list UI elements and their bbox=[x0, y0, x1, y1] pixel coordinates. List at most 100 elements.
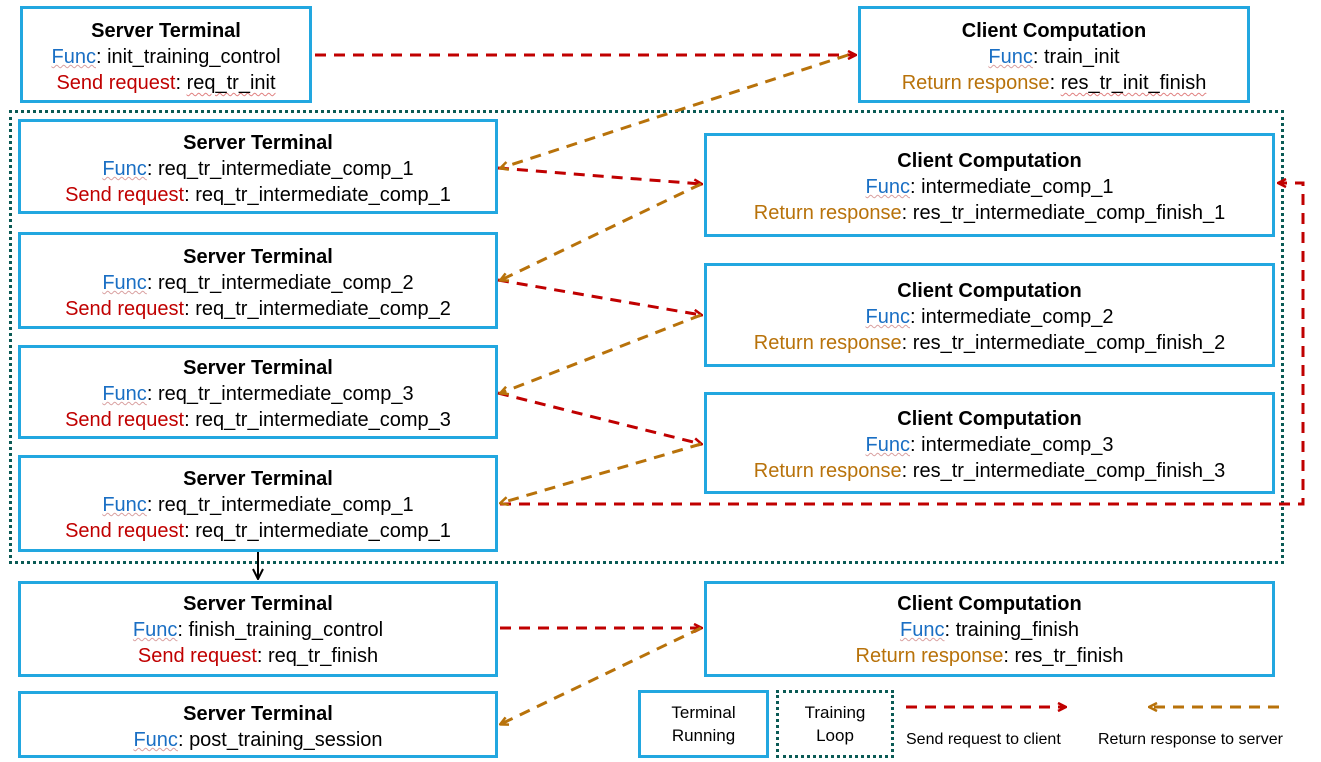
func-label: Func bbox=[988, 46, 1033, 68]
server-func-value: req_tr_intermediate_comp_3 bbox=[157, 383, 414, 405]
server-title: Server Terminal bbox=[183, 703, 333, 725]
send-arrow-comp-3 bbox=[497, 391, 701, 444]
func-label: Func bbox=[865, 306, 910, 328]
client-title: Client Computation bbox=[897, 280, 1082, 302]
client-func-value: training_finish bbox=[955, 619, 1079, 641]
client-computation-comp-1: Client Computation Func: intermediate_co… bbox=[704, 133, 1275, 237]
server-send-value: req_tr_init bbox=[186, 72, 276, 94]
client-return-value: res_tr_finish bbox=[1014, 645, 1124, 667]
server-func-value: post_training_session bbox=[189, 729, 383, 751]
client-func-value: intermediate_comp_3 bbox=[921, 434, 1114, 456]
server-func-line: Func: req_tr_intermediate_comp_1 bbox=[102, 494, 414, 516]
client-title: Client Computation bbox=[897, 150, 1082, 172]
server-terminal-comp-1-repeat: Server Terminal Func: req_tr_intermediat… bbox=[18, 455, 498, 552]
client-return-value: res_tr_intermediate_comp_finish_2 bbox=[912, 332, 1226, 354]
func-label: Func bbox=[102, 494, 147, 516]
send-label: Send request bbox=[65, 298, 185, 320]
server-send-line: Send request: req_tr_intermediate_comp_3 bbox=[65, 409, 451, 431]
legend-send-text: Send request to client bbox=[906, 731, 1061, 748]
server-func-line: Func: req_tr_intermediate_comp_1 bbox=[102, 158, 414, 180]
server-title: Server Terminal bbox=[183, 468, 333, 490]
server-send-value: req_tr_intermediate_comp_1 bbox=[195, 520, 451, 542]
server-send-line: Send request: req_tr_finish bbox=[137, 645, 379, 667]
return-arrow-finish bbox=[501, 626, 702, 724]
server-func-line: Func: finish_training_control bbox=[132, 619, 384, 641]
client-computation-comp-3: Client Computation Func: intermediate_co… bbox=[704, 392, 1275, 494]
func-label: Func bbox=[865, 176, 910, 198]
server-func-line: Func: init_training_control bbox=[51, 46, 281, 68]
client-func-line: Func: intermediate_comp_1 bbox=[865, 176, 1114, 198]
server-terminal-init: Server Terminal Func: init_training_cont… bbox=[20, 6, 312, 103]
server-send-line: Send request: req_tr_init bbox=[56, 72, 276, 94]
client-func-value: train_init bbox=[1043, 46, 1120, 68]
server-send-value: req_tr_finish bbox=[268, 645, 379, 667]
client-return-value: res_tr_init_finish bbox=[1060, 72, 1207, 94]
client-return-line: Return response: res_tr_intermediate_com… bbox=[753, 460, 1226, 482]
server-send-line: Send request: req_tr_intermediate_comp_2 bbox=[65, 298, 451, 320]
return-arrow-comp-2 bbox=[501, 313, 702, 393]
server-terminal-post: Server Terminal Func: post_training_sess… bbox=[18, 691, 498, 758]
client-computation-comp-2: Client Computation Func: intermediate_co… bbox=[704, 263, 1275, 367]
client-title: Client Computation bbox=[961, 20, 1147, 42]
server-func-value: init_training_control bbox=[107, 46, 281, 68]
server-terminal-comp-1: Server Terminal Func: req_tr_intermediat… bbox=[18, 119, 498, 214]
client-computation-init: Client Computation Func: train_init Retu… bbox=[858, 6, 1250, 103]
server-func-value: finish_training_control bbox=[188, 619, 384, 641]
server-func-value: req_tr_intermediate_comp_2 bbox=[157, 272, 414, 294]
client-title: Client Computation bbox=[897, 408, 1082, 430]
return-label: Return response bbox=[753, 202, 902, 224]
server-title: Server Terminal bbox=[183, 246, 333, 268]
return-label: Return response bbox=[753, 460, 902, 482]
server-title: Server Terminal bbox=[183, 357, 333, 379]
func-label: Func bbox=[132, 619, 178, 641]
client-return-line: Return response: res_tr_intermediate_com… bbox=[753, 332, 1226, 354]
client-func-value: intermediate_comp_2 bbox=[921, 306, 1114, 328]
send-arrow-comp-1 bbox=[497, 166, 701, 184]
func-label: Func bbox=[133, 729, 178, 751]
client-func-line: Func: intermediate_comp_2 bbox=[865, 306, 1114, 328]
send-arrow-comp-2 bbox=[497, 278, 701, 315]
server-send-value: req_tr_intermediate_comp_2 bbox=[195, 298, 451, 320]
server-func-value: req_tr_intermediate_comp_1 bbox=[157, 494, 414, 516]
server-title: Server Terminal bbox=[183, 132, 333, 154]
server-func-value: req_tr_intermediate_comp_1 bbox=[157, 158, 414, 180]
func-label: Func bbox=[51, 46, 96, 68]
func-label: Func bbox=[102, 158, 147, 180]
send-label: Send request bbox=[65, 184, 185, 206]
server-terminal-comp-3: Server Terminal Func: req_tr_intermediat… bbox=[18, 345, 498, 439]
client-title: Client Computation bbox=[897, 593, 1082, 615]
send-label: Send request bbox=[65, 520, 185, 542]
send-label: Send request bbox=[137, 645, 257, 667]
return-label: Return response bbox=[753, 332, 902, 354]
legend-return-text: Return response to server bbox=[1098, 731, 1283, 748]
server-title: Server Terminal bbox=[91, 20, 241, 42]
server-terminal-comp-2: Server Terminal Func: req_tr_intermediat… bbox=[18, 232, 498, 329]
client-return-line: Return response: res_tr_finish bbox=[855, 645, 1124, 667]
training-loop-frame bbox=[9, 110, 1284, 564]
server-func-line: Func: req_tr_intermediate_comp_3 bbox=[102, 383, 414, 405]
server-func-line: Func: post_training_session bbox=[133, 729, 383, 751]
server-func-line: Func: req_tr_intermediate_comp_2 bbox=[102, 272, 414, 294]
client-return-line: Return response: res_tr_init_finish bbox=[901, 72, 1207, 94]
func-label: Func bbox=[102, 272, 147, 294]
client-return-line: Return response: res_tr_intermediate_com… bbox=[753, 202, 1226, 224]
client-return-value: res_tr_intermediate_comp_finish_1 bbox=[912, 202, 1226, 224]
server-send-line: Send request: req_tr_intermediate_comp_1 bbox=[65, 520, 451, 542]
return-label: Return response bbox=[855, 645, 1004, 667]
send-arrow-loop-back bbox=[500, 183, 1305, 506]
client-func-value: intermediate_comp_1 bbox=[921, 176, 1114, 198]
func-label: Func bbox=[865, 434, 910, 456]
server-send-value: req_tr_intermediate_comp_1 bbox=[195, 184, 451, 206]
send-label: Send request bbox=[56, 72, 176, 94]
server-send-value: req_tr_intermediate_comp_3 bbox=[195, 409, 451, 431]
client-func-line: Func: train_init bbox=[988, 46, 1120, 68]
client-return-value: res_tr_intermediate_comp_finish_3 bbox=[912, 460, 1226, 482]
return-arrow-comp-3 bbox=[501, 442, 702, 503]
send-label: Send request bbox=[65, 409, 185, 431]
server-send-line: Send request: req_tr_intermediate_comp_1 bbox=[65, 184, 451, 206]
return-arrow-init bbox=[501, 53, 849, 168]
client-computation-finish: Client Computation Func: training_finish… bbox=[704, 581, 1275, 677]
server-title: Server Terminal bbox=[183, 593, 333, 615]
